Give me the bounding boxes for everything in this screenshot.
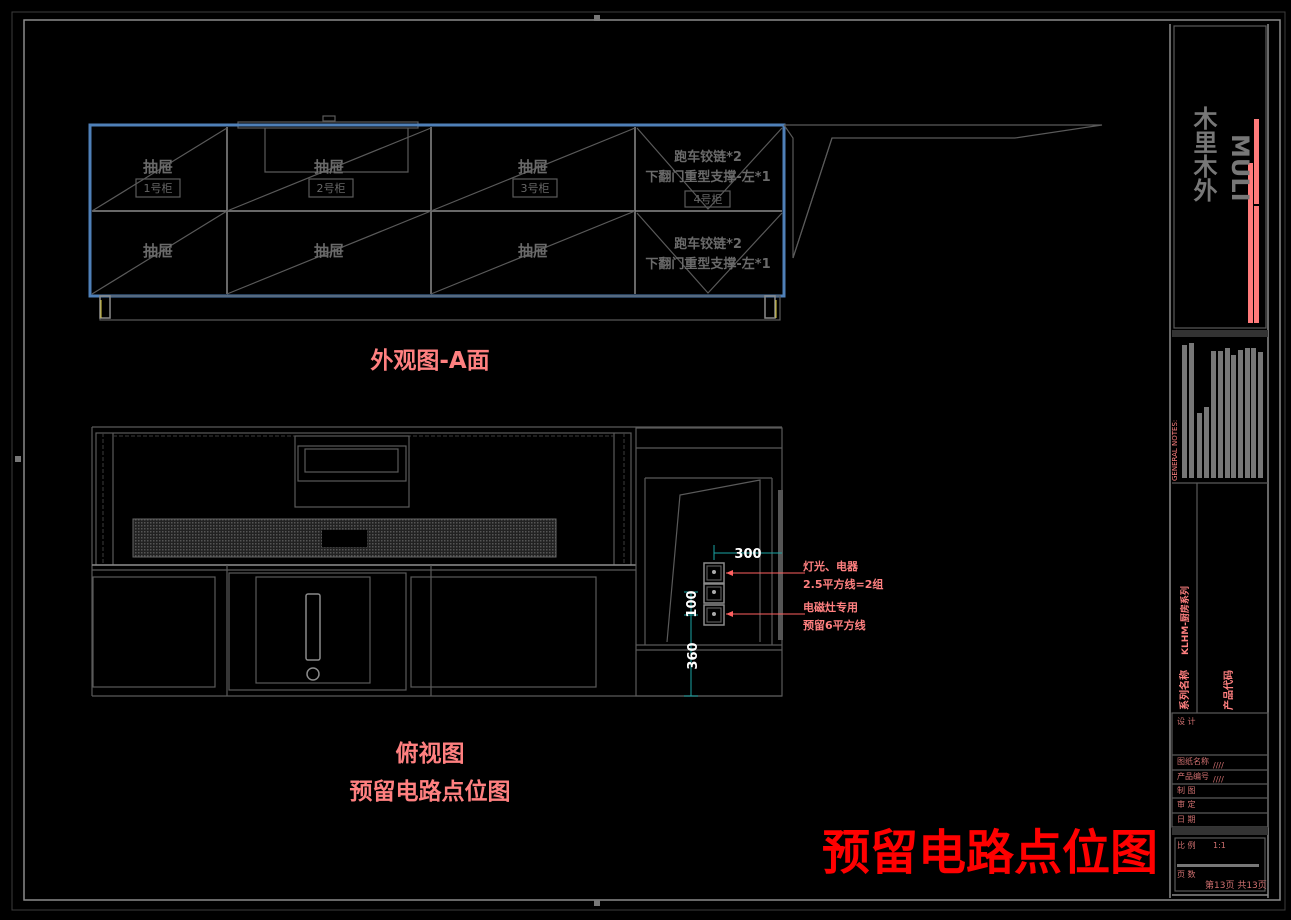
frame-marker — [594, 15, 600, 21]
plan-subtitle: 预留电路点位图 — [350, 778, 511, 805]
elevation-title: 外观图-A面 — [370, 347, 489, 374]
cabinet-tag: 1号柜 — [144, 182, 173, 195]
cabinet-tag: 2号柜 — [317, 182, 346, 195]
tb-row-label: 制 图 — [1177, 785, 1196, 795]
cell-label: 抽屉 — [314, 158, 344, 176]
tb-row-label: 审 定 — [1177, 799, 1196, 809]
sheet-title: 预留电路点位图 — [822, 825, 1158, 881]
logo-en: MULI — [1226, 134, 1254, 202]
cabinet-tag: 4号柜 — [694, 193, 723, 206]
cell-line1: 跑车铰链*2 — [674, 236, 742, 252]
socket-icon — [703, 604, 725, 626]
cell-label: 抽屉 — [518, 158, 548, 176]
cell-label: 抽屉 — [314, 242, 344, 260]
frame-marker — [594, 900, 600, 906]
note-induction-line2: 预留6平方线 — [803, 618, 866, 632]
scale-value: 1:1 — [1213, 841, 1226, 850]
cell-line1: 跑车铰链*2 — [674, 149, 742, 165]
pages-label: 页 数 — [1177, 869, 1196, 879]
product-code-label: 产品代码 — [1222, 670, 1235, 710]
dimension-spacing: 100 — [685, 590, 700, 617]
dimension-height: 360 — [686, 642, 701, 669]
series-value: KLHM-厨房系列 — [1179, 586, 1191, 655]
elevation-view: 抽屉 1号柜 抽屉 2号柜 抽屉 3号柜 4号柜 跑车铰链*2 下翻门重型支撑-… — [88, 115, 1103, 321]
socket-icon — [703, 562, 725, 584]
tb-row-value: //// — [1213, 775, 1224, 784]
dimension-width: 300 — [734, 547, 761, 562]
tb-row-value: //// — [1213, 761, 1224, 770]
outer-frame — [11, 11, 1286, 911]
plan-title: 俯视图 — [396, 740, 465, 767]
cell-label: 抽屉 — [143, 242, 173, 260]
cabinet-tag: 3号柜 — [521, 182, 550, 195]
cell-label: 抽屉 — [143, 158, 173, 176]
pages-value: 第13页 共13页 — [1205, 879, 1267, 891]
frame-marker — [15, 456, 21, 462]
logo-cn: 木里木外 — [1189, 106, 1218, 202]
plan-view — [91, 426, 805, 697]
socket-icon — [703, 583, 725, 604]
tb-row-label: 日 期 — [1177, 815, 1196, 824]
inner-frame — [23, 19, 1281, 901]
cell-line2: 下翻门重型支撑-左*1 — [645, 256, 770, 272]
tb-row-label: 图纸名称 — [1177, 756, 1209, 766]
cell-label: 抽屉 — [518, 242, 548, 260]
note-lighting-line1: 灯光、电器 — [803, 559, 859, 573]
tb-row-label: 产品编号 — [1177, 771, 1209, 781]
general-notes-label: GENERAL NOTES: — [1171, 420, 1179, 481]
note-induction-line1: 电磁灶专用 — [803, 600, 858, 614]
scale-label: 比 例 — [1177, 840, 1196, 850]
series-label: 系列名称 — [1178, 670, 1191, 710]
title-block — [1169, 24, 1269, 898]
tb-row-label: 设 计 — [1177, 716, 1196, 726]
note-lighting-line2: 2.5平方线=2组 — [803, 577, 883, 591]
cell-line2: 下翻门重型支撑-左*1 — [645, 169, 770, 185]
